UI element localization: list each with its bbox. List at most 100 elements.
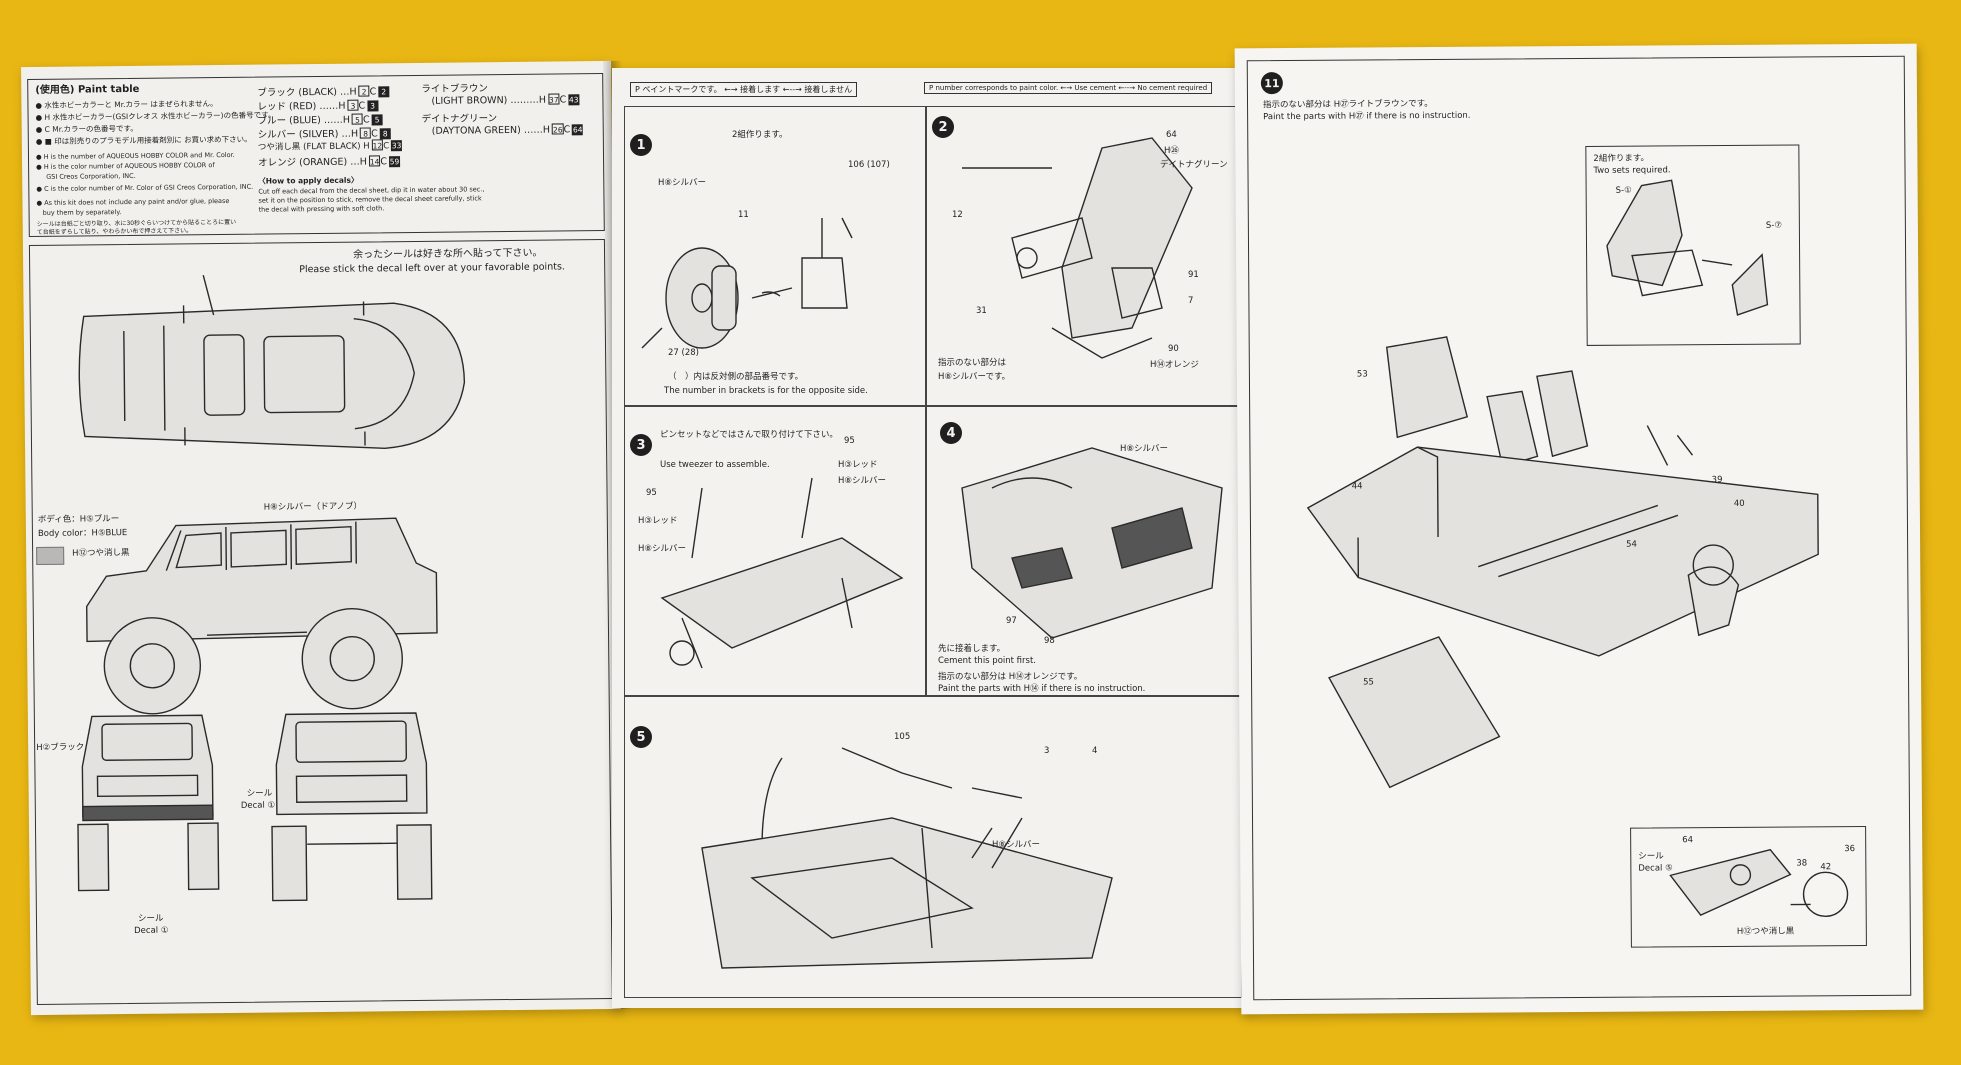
step-5-label-3: 3: [1044, 746, 1050, 756]
paint-h-number: 2: [358, 85, 370, 97]
step-2-label-paint: H㉖: [1164, 146, 1179, 156]
middle-instruction-page: P ペイントマークです。 ←→ 接着します ←--→ 接着しません P numb…: [612, 68, 1252, 1008]
dash-label-42: 42: [1820, 862, 1832, 873]
step-5-number: 5: [630, 726, 652, 748]
step-3-suspension-diagram: [660, 477, 904, 669]
decal-label-en: Decal ①: [240, 800, 276, 811]
step-3-label-silver: H⑧シルバー: [838, 476, 887, 486]
step-4-first-jp: 先に接着します。: [938, 644, 1006, 654]
step-11-number: 11: [1260, 72, 1283, 95]
paint-h-number: 5: [351, 113, 364, 125]
paint-name: シルバー (SILVER): [257, 128, 339, 141]
step-5-driveshaft-diagram: [701, 747, 1113, 969]
step-3-number: 3: [630, 434, 652, 456]
car-top-view: [78, 275, 466, 450]
paint-row: デイトナグリーン: [422, 110, 498, 125]
sticker-note-jp: 余ったシールは好きな所へ貼って下さい。: [352, 247, 543, 261]
part-label-53: 53: [1356, 369, 1368, 380]
step-4-instruction-en: Paint the parts with H⑭ if there is no i…: [938, 684, 1146, 694]
step-1-number: 1: [630, 134, 652, 156]
silver-door-label: H⑧シルバー（ドアノブ）: [263, 501, 362, 513]
step-3-label-red-b: H③レッド: [638, 516, 678, 526]
interior-tub-diagram: [1306, 336, 1819, 789]
flat-black-swatch: [36, 546, 65, 565]
step-5-label-silver: H⑧シルバー: [992, 840, 1041, 850]
paint-sub-name: (LIGHT BROWN): [431, 95, 508, 107]
step-3-label-silver-b: H⑧シルバー: [638, 544, 687, 554]
part-label-39: 39: [1711, 474, 1723, 486]
step-2-label-12: 12: [952, 210, 963, 220]
step-2-label-orange: H⑭オレンジ: [1150, 360, 1199, 370]
paint-note-7: GSI Creos Corporation, INC.: [46, 171, 136, 181]
part-label-40: 40: [1733, 498, 1745, 509]
step-2-label-green: デイトナグリーン: [1160, 160, 1228, 170]
legend-cement-jp: P ペイントマークです。 ←→ 接着します ←--→ 接着しません: [630, 82, 858, 97]
step-1-note: 2組作ります。: [732, 130, 788, 140]
paint-name: オレンジ (ORANGE): [258, 156, 348, 169]
paint-h-number: 37: [547, 93, 560, 105]
decal-label-jp: シール: [137, 913, 164, 924]
step-4-label-silver: H⑧シルバー: [1120, 444, 1169, 454]
inset-title-jp: 2組作ります。: [1593, 153, 1650, 164]
step-4-first-en: Cement this point first.: [938, 656, 1036, 666]
paint-note-1: ● 水性ホビーカラーと Mr.カラー はまぜられません。: [35, 99, 218, 110]
legend-number-en: P number corresponds to paint color.: [929, 84, 1059, 92]
paint-name: ブルー (BLUE): [257, 114, 321, 127]
dash-label-38: 38: [1796, 858, 1808, 869]
step-3-label-95b: 95: [646, 488, 657, 498]
step-1-panel: [624, 106, 926, 406]
paint-c-number: 3: [367, 100, 379, 112]
step-1-wheel-diagram: [641, 217, 853, 349]
dash-flat-black: H⑫つや消し黒: [1736, 926, 1795, 937]
paint-h-number: 8: [360, 127, 372, 139]
step-4-instruction-jp: 指示のない部分は H⑭オレンジです。: [938, 672, 1083, 682]
step-4-number: 4: [940, 422, 962, 444]
paint-name: つや消し黒 (FLAT BLACK): [257, 141, 361, 153]
step-1-label-27: 27 (28): [668, 348, 699, 358]
step-2-label-64: 64: [1166, 130, 1177, 140]
decal-label-jp: シール: [246, 788, 273, 799]
paint-name: ライトブラウン: [421, 83, 488, 95]
legend-no-cement-en: No cement required: [1137, 84, 1208, 92]
right-instruction-page: 11 指示のない部分は H㉗ライトブラウンです。 Paint the parts…: [1234, 43, 1924, 1015]
step-11-instruction-jp: 指示のない部分は H㉗ライトブラウンです。: [1262, 99, 1433, 111]
paint-c-number: 8: [379, 128, 391, 140]
decal-howto-line: the decal with pressing with soft cloth.: [258, 204, 385, 214]
step-5-label-4: 4: [1092, 746, 1098, 756]
step-5-label-105: 105: [894, 732, 911, 742]
step-2-instruction-jp2: H⑧シルバーです。: [938, 372, 1011, 382]
paint-note-3: ● C Mr.カラーの色番号です。: [35, 123, 138, 134]
legend-paint-mark: P ペイントマークです。: [635, 85, 722, 94]
dashboard-inset-diagram: [1669, 848, 1849, 917]
step-2-number: 2: [932, 116, 954, 138]
car-side-view: [86, 517, 438, 715]
part-label-55: 55: [1363, 677, 1374, 688]
step-2-frame-diagram: [962, 137, 1193, 359]
paint-h-number: 26: [551, 123, 564, 135]
paint-c-number: 59: [388, 156, 401, 168]
step-1-label-106: 106 (107): [848, 160, 890, 170]
step-4-label-98: 98: [1044, 636, 1055, 646]
paint-name: レッド (RED): [257, 101, 317, 113]
decal-howto-title: 〈How to apply decals〉: [258, 175, 359, 186]
step-2-label-7: 7: [1188, 296, 1194, 306]
step-4-label-97: 97: [1006, 616, 1017, 626]
step-1-label-11: 11: [738, 210, 749, 220]
paint-h-number: 14: [368, 155, 381, 167]
paint-name: ブラック (BLACK): [257, 86, 338, 99]
car-rear-view: [271, 712, 433, 902]
step-1-bracket-note-jp: （ ）内は反対側の部品番号です。: [668, 372, 804, 382]
paint-c-number: 64: [572, 124, 584, 136]
part-label-54: 54: [1626, 539, 1637, 550]
dash-decal-en: Decal ⑤: [1638, 863, 1673, 874]
dash-decal-jp: シール: [1638, 851, 1664, 862]
legend-use-cement: Use cement: [1074, 84, 1117, 92]
paint-row: ライトブラウン: [421, 80, 488, 95]
